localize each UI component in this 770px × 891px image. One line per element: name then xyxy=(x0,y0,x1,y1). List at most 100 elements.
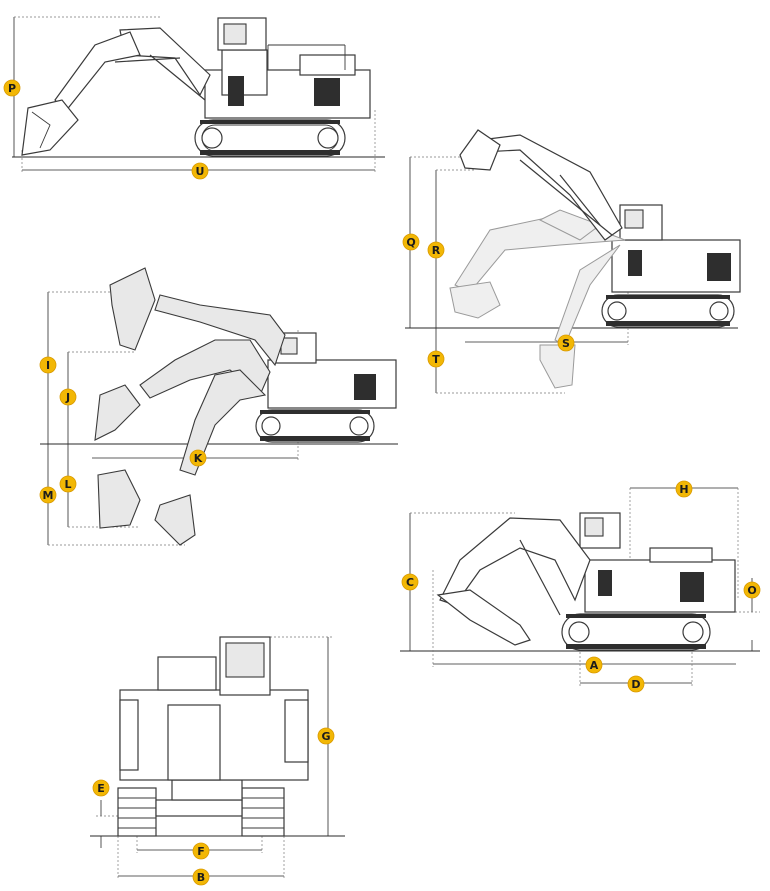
badge-circle xyxy=(427,350,445,368)
radiator-grille xyxy=(680,572,704,602)
badge-circle xyxy=(59,388,77,406)
badge-label: T xyxy=(432,353,440,366)
boom-foot xyxy=(167,704,221,781)
dimension-badge-s: S xyxy=(557,334,575,352)
badge-label: R xyxy=(432,244,441,257)
radiator-grille xyxy=(354,374,376,400)
cab-base xyxy=(221,49,268,96)
figure-transport-view xyxy=(400,487,760,686)
badge-label: A xyxy=(590,659,599,672)
badge-label: L xyxy=(64,478,71,491)
dimension-badge-h: H xyxy=(675,480,693,498)
badge-circle xyxy=(59,475,77,493)
dimension-badge-o: O xyxy=(743,581,761,599)
bucket-high xyxy=(109,267,156,351)
radiator-grille xyxy=(314,78,340,106)
badge-circle xyxy=(192,842,210,860)
badge-label: P xyxy=(8,82,16,95)
badge-circle xyxy=(192,868,210,886)
bucket-low xyxy=(154,494,196,546)
dimension-badge-d: D xyxy=(627,675,645,693)
badge-label: E xyxy=(97,782,105,795)
boom-low xyxy=(179,369,267,476)
dimension-badge-q: Q xyxy=(402,233,420,251)
stick xyxy=(54,31,141,113)
badge-circle xyxy=(557,334,575,352)
dimension-badge-p: P xyxy=(3,79,21,97)
dimension-badge-c: C xyxy=(401,573,419,591)
track-shoes xyxy=(200,120,340,155)
dimension-badge-m: M xyxy=(39,486,57,504)
badge-circle xyxy=(402,233,420,251)
badge-label: U xyxy=(196,165,205,178)
badge-label: Q xyxy=(406,236,415,249)
badge-circle xyxy=(627,675,645,693)
badge-label: S xyxy=(562,337,570,350)
top-housing xyxy=(157,656,217,691)
badge-circle xyxy=(401,573,419,591)
badge-circle xyxy=(189,449,207,467)
badge-label: B xyxy=(197,871,205,884)
dimension-badge-f: F xyxy=(192,842,210,860)
badge-label: O xyxy=(747,584,756,597)
dimension-badge-j: J xyxy=(59,388,77,406)
track-right xyxy=(241,787,285,837)
side-vent xyxy=(228,76,244,106)
dimension-badge-t: T xyxy=(427,350,445,368)
dimension-badge-i: I xyxy=(39,356,57,374)
undercarriage xyxy=(155,799,243,817)
track-left xyxy=(117,787,157,837)
badge-label: M xyxy=(43,489,54,502)
dimension-badges: P U Q R S T I J K LM C H O A D G E FB xyxy=(3,79,761,886)
bucket xyxy=(21,99,79,156)
badge-circle xyxy=(92,779,110,797)
badge-label: G xyxy=(321,730,330,743)
boom xyxy=(119,27,211,97)
bucket-mid xyxy=(94,384,141,441)
figure-front-view xyxy=(90,636,345,879)
upper-body xyxy=(267,359,397,409)
stick-folded xyxy=(436,589,531,646)
badge-label: D xyxy=(631,678,640,691)
badge-circle xyxy=(317,727,335,745)
ghost-bucket-low xyxy=(449,281,501,319)
slewing-ring xyxy=(171,779,243,801)
sprocket-wheel xyxy=(317,127,339,149)
badge-circle xyxy=(3,79,21,97)
boom-high xyxy=(154,294,286,367)
dimension-badge-k: K xyxy=(189,449,207,467)
dimension-badge-g: G xyxy=(317,727,335,745)
badge-label: C xyxy=(406,576,414,589)
radiator-grille xyxy=(707,253,731,281)
badge-circle xyxy=(427,241,445,259)
engine-hood xyxy=(299,54,356,76)
badge-circle xyxy=(39,356,57,374)
engine-hood xyxy=(649,547,713,563)
boom-cylinder xyxy=(149,54,206,101)
bucket-curl xyxy=(97,469,141,529)
ghost-bucket-down xyxy=(539,344,576,389)
figure-face-shovel-view xyxy=(405,129,741,394)
badge-label: H xyxy=(679,483,688,496)
figure-side-view-reach xyxy=(12,16,385,172)
cab-window xyxy=(223,23,247,45)
badge-label: J xyxy=(65,391,70,404)
dimension-badge-r: R xyxy=(427,241,445,259)
stick-cylinder xyxy=(114,57,181,63)
badge-label: F xyxy=(197,845,205,858)
dimension-badge-a: A xyxy=(585,656,603,674)
badge-label: K xyxy=(194,452,203,465)
side-panel xyxy=(284,699,309,763)
badge-circle xyxy=(39,486,57,504)
idler-wheel xyxy=(201,127,223,149)
dimension-badge-l: L xyxy=(59,475,77,493)
shovel-bucket-raised xyxy=(459,129,501,171)
badge-label: I xyxy=(46,359,50,372)
badge-circle xyxy=(191,162,209,180)
figure-backhoe-working-range xyxy=(40,267,398,546)
dimension-badge-u: U xyxy=(191,162,209,180)
dimension-badge-e: E xyxy=(92,779,110,797)
dimension-badge-b: B xyxy=(192,868,210,886)
